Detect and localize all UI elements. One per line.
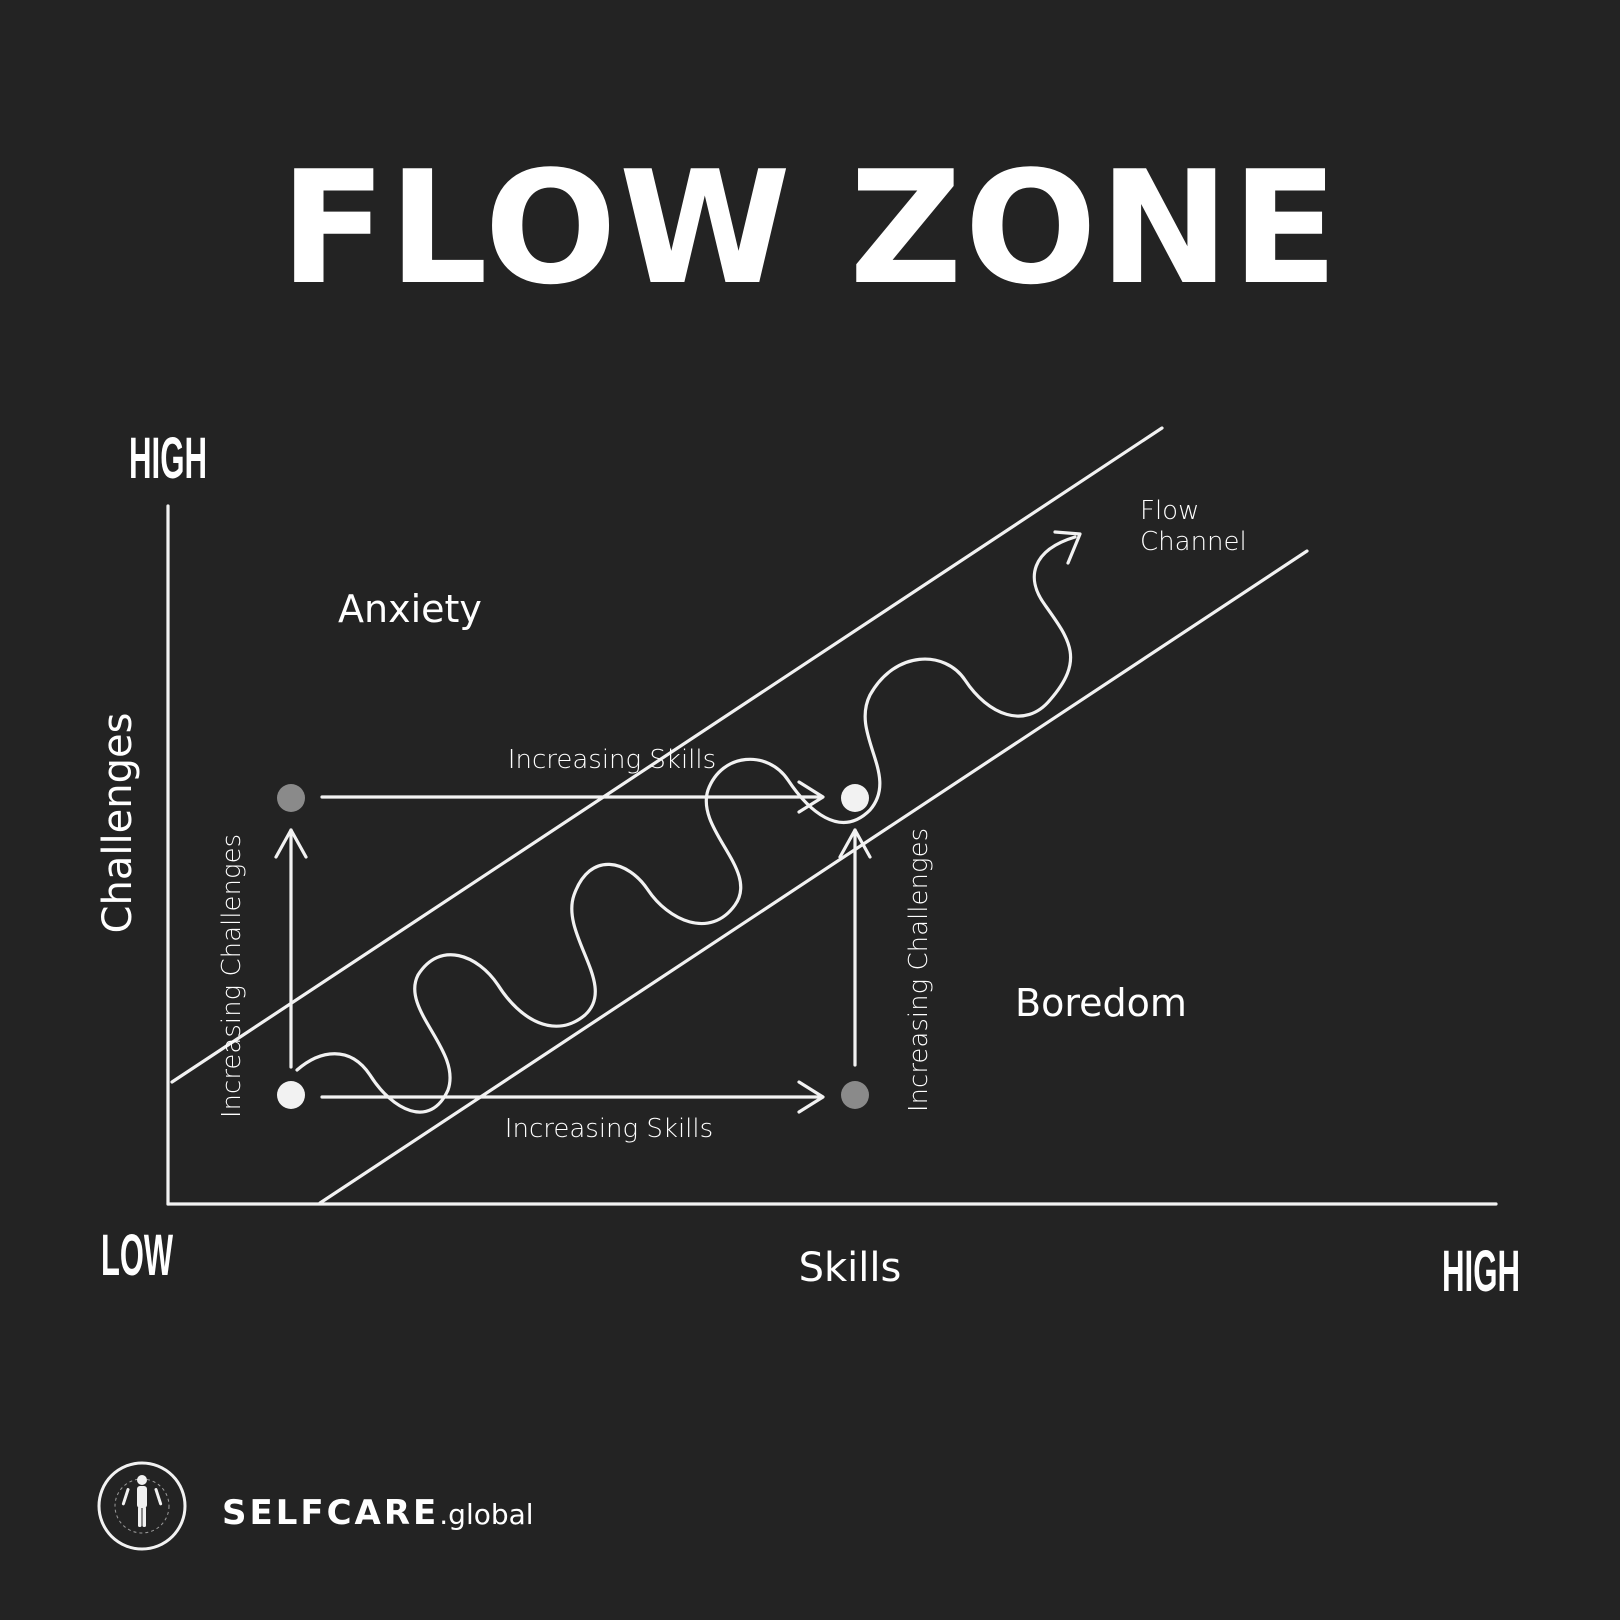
brand-logo <box>97 1461 187 1551</box>
y-axis-high-label: HIGH <box>129 426 207 491</box>
flow-path-arrow-head <box>1053 530 1082 565</box>
state-dot-low-challenge-low-skill <box>277 1081 305 1109</box>
x-axis-high-label: HIGH <box>1442 1239 1520 1304</box>
state-dot-high-challenge-low-skill <box>277 784 305 812</box>
brand-name: SELFCARE.global <box>222 1493 534 1533</box>
anxiety-label: Anxiety <box>338 587 482 631</box>
brand-name-main: SELFCARE <box>222 1493 439 1533</box>
challenges-arrow-right-head <box>838 828 872 859</box>
y-axis-title: Challenges <box>95 713 141 934</box>
page-title: FLOW ZONE <box>280 137 1340 319</box>
flow-path-wave <box>295 535 1077 1114</box>
challenges-arrow-left-head <box>274 828 308 859</box>
increasing-skills-top-label: Increasing Skills <box>508 745 716 775</box>
state-dot-low-challenge-high-skill <box>841 1081 869 1109</box>
flow-channel-upper-boundary <box>170 426 1164 1084</box>
human-figure-icon <box>121 1475 163 1527</box>
flow-channel-label-line2: Channel <box>1140 527 1247 557</box>
skills-arrow-top-head <box>797 780 825 814</box>
boredom-label: Boredom <box>1015 981 1187 1025</box>
state-dot-high-challenge-high-skill <box>841 784 869 812</box>
increasing-challenges-left-label: Increasing Challenges <box>217 834 247 1118</box>
x-axis-title: Skills <box>799 1245 902 1291</box>
flow-channel-lower-boundary <box>318 549 1309 1205</box>
increasing-challenges-right-label: Increasing Challenges <box>904 828 934 1112</box>
flow-channel-label-line1: Flow <box>1140 496 1199 526</box>
brand-name-suffix: .global <box>439 1498 533 1531</box>
increasing-skills-bottom-label: Increasing Skills <box>505 1114 713 1144</box>
brand-logo-ring <box>97 1461 187 1551</box>
x-axis-low-label: LOW <box>101 1223 173 1288</box>
skills-arrow-bottom-head <box>797 1080 825 1114</box>
